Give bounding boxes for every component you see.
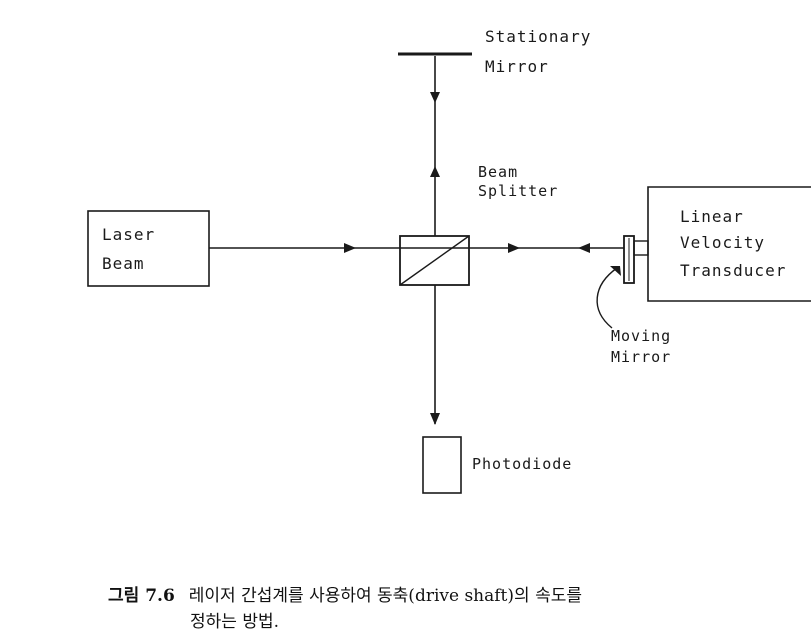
photodiode-arrowhead — [430, 413, 440, 425]
beam-splitter-label-2: Splitter — [478, 182, 558, 200]
moving-mirror-label-2: Mirror — [611, 348, 671, 366]
laser-label-1: Laser — [102, 225, 155, 244]
transducer-label-3: Transducer — [680, 261, 786, 280]
right-arrowhead-2 — [508, 243, 520, 253]
beam-splitter-label-1: Beam — [478, 163, 518, 181]
upward-arrowhead — [430, 166, 440, 177]
beam-splitter-diagonal — [399, 235, 470, 286]
photodiode-box — [422, 436, 462, 494]
pointer-arrowhead — [610, 266, 621, 276]
right-arrowhead-1 — [344, 243, 356, 253]
moving-mirror-label-1: Moving — [611, 327, 671, 345]
downward-arrowhead — [430, 92, 440, 103]
stationary-mirror-label-1: Stationary — [485, 27, 591, 46]
transducer-label-1: Linear — [680, 207, 744, 226]
left-arrowhead — [578, 243, 590, 253]
moving-mirror-pointer — [596, 267, 618, 329]
laser-beam-box — [87, 210, 210, 287]
figure-number: 그림 7.6 — [108, 586, 175, 606]
caption-line-2: 정하는 방법. — [190, 612, 280, 632]
photodiode-label: Photodiode — [472, 455, 572, 473]
transducer-label-2: Velocity — [680, 233, 765, 252]
laser-label-2: Beam — [102, 254, 145, 273]
linear-velocity-transducer-box — [647, 186, 811, 302]
caption-line-1: 레이저 간섭계를 사용하여 동축(drive shaft)의 속도를 — [188, 586, 582, 606]
mirror-coupling — [633, 240, 649, 256]
stationary-mirror-label-2: Mirror — [485, 57, 549, 76]
figure-caption: 그림 7.6 레이저 간섭계를 사용하여 동축(drive shaft)의 속도를… — [108, 583, 811, 635]
